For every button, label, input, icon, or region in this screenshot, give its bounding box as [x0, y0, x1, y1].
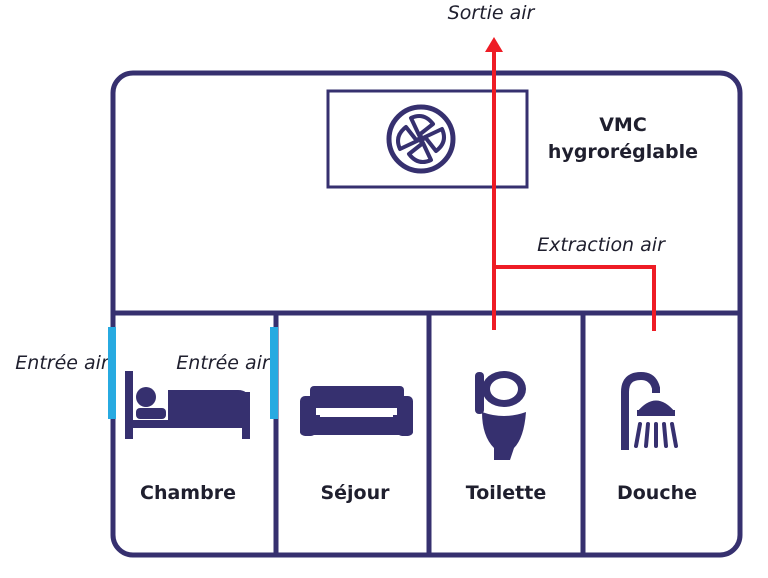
air-inlet-inner	[270, 327, 278, 419]
room-label-sejour: Séjour	[320, 482, 390, 504]
outlet-arrow-head	[485, 37, 503, 52]
room-label-chambre: Chambre	[140, 482, 236, 504]
extraction-label: Extraction air	[537, 234, 666, 256]
sofa-icon	[300, 386, 413, 436]
inlet-label-outer: Entrée air	[15, 352, 110, 374]
shower-icon	[621, 371, 678, 450]
bed-icon	[125, 371, 250, 439]
vmc-title-line2: hygroréglable	[548, 141, 698, 163]
extraction-duct	[485, 37, 656, 331]
outlet-label: Sortie air	[448, 2, 536, 24]
vmc-title-line1: VMC	[599, 114, 647, 136]
toilet-icon	[475, 371, 526, 460]
room-label-douche: Douche	[617, 482, 697, 504]
fan-icon	[386, 104, 456, 174]
room-label-toilette: Toilette	[466, 482, 546, 504]
air-inlet-outer	[108, 327, 116, 419]
inlet-label-inner: Entrée air	[176, 352, 271, 374]
